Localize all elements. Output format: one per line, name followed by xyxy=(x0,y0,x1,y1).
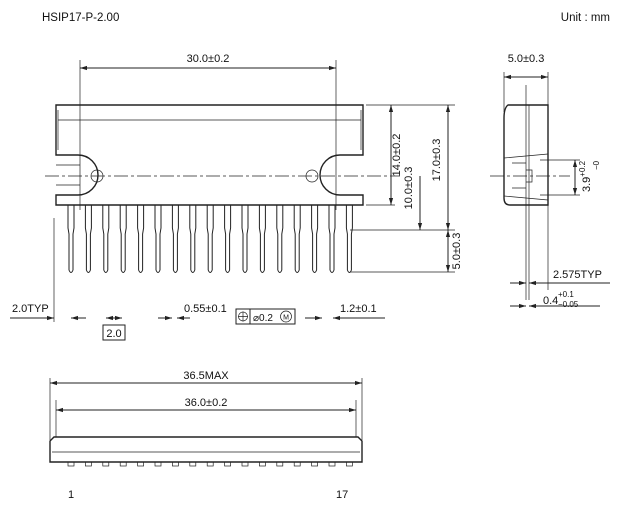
pin-first-label: 1 xyxy=(68,489,74,501)
lead-14 xyxy=(293,205,301,273)
package-body xyxy=(55,104,364,206)
width-dim: 30.0±0.2 xyxy=(187,53,230,65)
hole-height-dim: 3.9+0.2 xyxy=(578,160,593,192)
total-height-dim: 17.0±0.3 xyxy=(431,139,443,182)
lead-stub-9 xyxy=(206,461,214,467)
lead-length-dim: 5.0±0.3 xyxy=(451,233,463,270)
lead-stub-3 xyxy=(102,461,110,467)
lead-offset-dim: 2.575TYP xyxy=(553,269,602,281)
lead-stub-10 xyxy=(224,461,231,467)
lead-stub-15 xyxy=(311,461,318,467)
side-view: 5.0±0.3 3.9+0.2 −0 2.575TYP 0.4 +0.1 −0.… xyxy=(490,53,610,309)
bottom-view: 36.5MAX 36.0±0.2 1 17 xyxy=(49,370,363,501)
lead-thickness-minus: −0.05 xyxy=(558,300,579,309)
lead-15 xyxy=(311,205,319,273)
thickness-dim: 5.0±0.3 xyxy=(508,53,545,65)
package-name: HSIP17-P-2.00 xyxy=(42,12,119,24)
unit-label: Unit : mm xyxy=(561,12,610,24)
lead-5 xyxy=(137,205,145,273)
shoulder-width-dim: 1.2±0.1 xyxy=(340,303,377,315)
lead-stub-12 xyxy=(259,461,266,467)
lead-7 xyxy=(171,205,179,273)
height-dim: 14.0±0.2 xyxy=(391,134,403,177)
lead-8 xyxy=(189,205,197,273)
lead-4 xyxy=(119,205,127,273)
lead-stub-4 xyxy=(119,461,127,467)
lead-thickness-plus: +0.1 xyxy=(558,290,574,299)
lead-2 xyxy=(84,205,92,273)
lead-stub-14 xyxy=(293,461,301,467)
hole-height-minus: −0 xyxy=(592,160,601,170)
lead-16 xyxy=(328,205,336,273)
lead-3 xyxy=(102,205,110,273)
lead-stub-17 xyxy=(346,461,353,467)
lead-stub-2 xyxy=(85,461,92,467)
lead-1 xyxy=(67,205,75,273)
lead-11 xyxy=(241,205,249,273)
pitch-typ-dim: 2.0TYP xyxy=(12,303,49,315)
front-view: 30.0±0.2 14.0±0.2 10.0±0.3 17.0±0.3 5.0±… xyxy=(10,53,463,341)
lead-stub-7 xyxy=(172,461,179,467)
lead-stub-13 xyxy=(276,461,284,467)
lead-stub-1 xyxy=(67,461,75,467)
lead-10 xyxy=(224,205,232,273)
max-length-dim: 36.5MAX xyxy=(183,370,229,382)
lead-6 xyxy=(154,205,162,273)
pin-last-label: 17 xyxy=(336,489,348,501)
lead-stub-6 xyxy=(154,461,162,467)
lead-12 xyxy=(258,205,266,273)
leads xyxy=(67,205,353,273)
lead-thickness-dim: 0.4 xyxy=(543,295,558,307)
lead-width-dim: 0.55±0.1 xyxy=(184,303,227,315)
pitch-basic-dim: 2.0 xyxy=(106,328,121,340)
hole-to-seat-dim: 10.0±0.3 xyxy=(403,167,415,210)
lead-stubs xyxy=(67,461,353,467)
position-tolerance: ⌀0.2 xyxy=(253,313,273,324)
length-dim: 36.0±0.2 xyxy=(185,397,228,409)
lead-stub-8 xyxy=(189,461,197,467)
lead-9 xyxy=(206,205,214,273)
position-tolerance-frame: ⌀0.2 M xyxy=(235,308,296,325)
lead-stub-11 xyxy=(241,461,249,467)
lead-stub-16 xyxy=(328,461,336,467)
lead-stub-5 xyxy=(137,461,144,467)
bottom-body xyxy=(49,436,363,463)
lead-17 xyxy=(345,205,353,273)
lead-13 xyxy=(276,205,284,273)
mmc-symbol: M xyxy=(283,315,289,322)
